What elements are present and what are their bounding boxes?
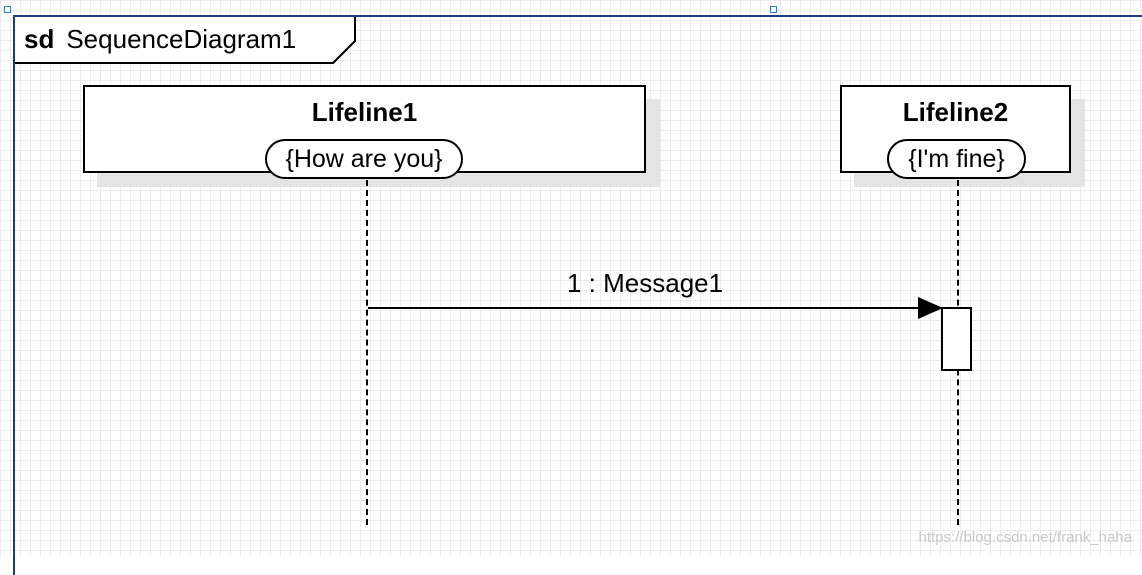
message-arrow-layer (368, 297, 943, 319)
selection-handle-top-left[interactable] (4, 6, 11, 13)
frame-name: SequenceDiagram1 (66, 24, 297, 54)
watermark: https://blog.csdn.net/frank_haha (918, 529, 1132, 546)
lifeline-2-activation-bar[interactable] (941, 307, 972, 371)
lifeline-2-constraint[interactable]: {I'm fine} (887, 139, 1026, 179)
frame-tag-shape (15, 17, 356, 64)
lifeline-1-constraint[interactable]: {How are you} (265, 139, 463, 179)
message-1-label[interactable]: 1 : Message1 (567, 268, 724, 298)
message-1-arrowhead (918, 297, 943, 319)
lifeline-2-name: Lifeline2 (902, 97, 1009, 127)
selection-handle-top-middle[interactable] (770, 6, 777, 13)
lifeline-1-name: Lifeline1 (311, 97, 418, 127)
frame-title: sd SequenceDiagram1 (24, 24, 296, 55)
sequence-diagram-frame[interactable] (13, 15, 1142, 575)
frame-keyword: sd (24, 24, 55, 54)
lifeline-2-head[interactable]: Lifeline2 (840, 85, 1071, 173)
frame-name-tag[interactable]: sd SequenceDiagram1 (15, 17, 357, 64)
lifeline-1-line[interactable] (366, 180, 368, 525)
